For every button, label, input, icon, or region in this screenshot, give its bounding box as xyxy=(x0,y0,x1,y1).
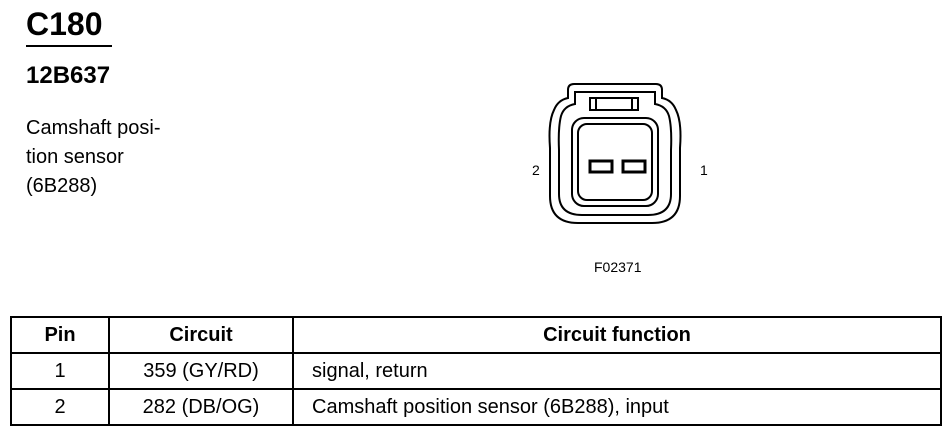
cell-circuit: 282 (DB/OG) xyxy=(108,388,294,426)
connector-inner-housing xyxy=(557,91,673,216)
connector-description: Camshaft posi- tion sensor (6B288) xyxy=(26,114,226,201)
cell-pin: 1 xyxy=(10,352,110,390)
header-pin: Pin xyxy=(10,316,110,354)
latch-tab xyxy=(589,97,639,111)
cell-pin: 2 xyxy=(10,388,110,426)
description-line: Camshaft posi- xyxy=(26,117,161,139)
title-underline xyxy=(26,45,112,47)
connector-id: C180 xyxy=(26,6,103,42)
figure-id: F02371 xyxy=(594,259,642,275)
cell-circuit: 359 (GY/RD) xyxy=(108,352,294,390)
connector-face-diagram: 2 1 xyxy=(532,83,708,224)
connector-outer-housing xyxy=(548,83,682,224)
part-number: 12B637 xyxy=(26,62,111,89)
header-circuit-function: Circuit function xyxy=(292,316,942,354)
terminal-cavity xyxy=(571,117,659,207)
table-row: 1 359 (GY/RD) signal, return xyxy=(10,352,942,390)
pin-1-socket xyxy=(621,159,647,174)
description-line: (6B288) xyxy=(26,175,98,197)
header-circuit: Circuit xyxy=(108,316,294,354)
table-header-row: Pin Circuit Circuit function xyxy=(10,316,942,354)
pin-table: Pin Circuit Circuit function 1 359 (GY/R… xyxy=(10,316,942,426)
table-row: 2 282 (DB/OG) Camshaft position sensor (… xyxy=(10,388,942,426)
cell-circuit-function: signal, return xyxy=(292,352,942,390)
pin-2-socket xyxy=(588,159,614,174)
cell-circuit-function: Camshaft position sensor (6B288), input xyxy=(292,388,942,426)
pin-right-label: 1 xyxy=(700,162,708,178)
description-line: tion sensor xyxy=(26,146,124,168)
pin-left-label: 2 xyxy=(532,162,540,178)
